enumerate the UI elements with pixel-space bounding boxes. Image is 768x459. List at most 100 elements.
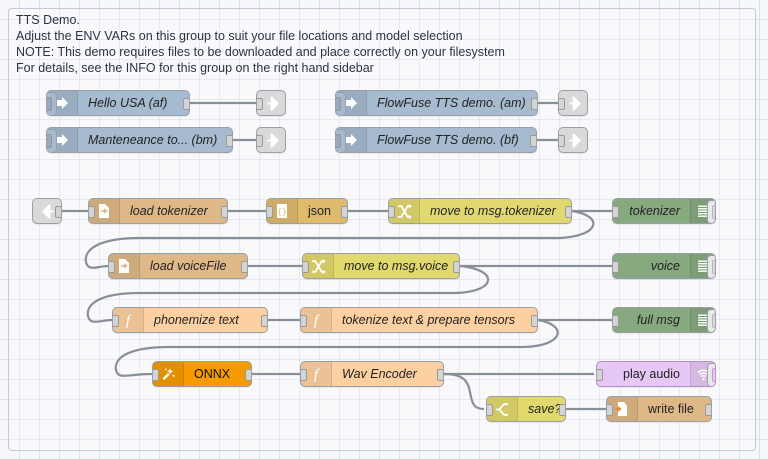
debug-toggle-button[interactable] [707,200,715,223]
input-port[interactable] [613,315,619,327]
output-port[interactable] [261,315,267,327]
output-port[interactable] [437,369,443,381]
input-port[interactable] [303,261,309,273]
node-label: FlowFuse TTS demo. (am) [377,96,526,110]
node-label: move to msg.voice [344,259,449,273]
node-label: FlowFuse TTS demo. (bf) [377,133,519,147]
node-label: Manteneance to... (bm) [88,133,218,147]
link-out-icon [559,128,587,152]
group-note-line-4: For details, see the INFO for this group… [16,61,374,75]
output-port[interactable] [453,261,459,273]
node-inject-flowfuse-bf[interactable]: FlowFuse TTS demo. (bf) [335,127,537,153]
output-port[interactable] [245,369,251,381]
node-load-tokenizer[interactable]: load tokenizer [88,198,228,224]
audio-toggle-button[interactable] [707,363,715,386]
output-port[interactable] [705,404,711,416]
input-port[interactable] [613,261,619,273]
output-port[interactable] [183,98,189,110]
output-port[interactable] [55,206,61,218]
inject-trigger-button[interactable] [336,92,346,115]
input-port[interactable] [597,369,603,381]
output-port[interactable] [531,98,537,110]
link-out-icon [257,91,285,115]
node-link-out-3[interactable] [558,90,588,116]
node-link-in-1[interactable] [32,198,62,224]
debug-toggle-glyph [712,314,715,328]
node-label: play audio [623,367,680,381]
svg-text:{}: {} [277,207,287,216]
node-inject-flowfuse-am[interactable]: FlowFuse TTS demo. (am) [335,90,538,116]
node-json[interactable]: {} json [266,198,348,224]
node-label: load tokenizer [130,204,208,218]
node-write-file[interactable]: write file [606,396,712,422]
input-port[interactable] [267,206,273,218]
node-debug-full-msg[interactable]: full msg [612,307,716,333]
node-label: full msg [636,313,680,327]
input-port[interactable] [257,98,263,110]
input-port[interactable] [301,315,307,327]
debug-toggle-glyph [712,260,715,274]
input-port[interactable] [607,404,613,416]
node-label: move to msg.tokenizer [430,204,556,218]
svg-text:f: f [126,313,132,328]
inject-trigger-button[interactable] [47,92,57,115]
node-label: save? [528,402,562,416]
input-port[interactable] [613,206,619,218]
group-note-line-3: NOTE: This demo requires files to be dow… [16,45,505,59]
node-link-out-1[interactable] [256,90,286,116]
node-label: json [308,204,331,218]
node-label: voice [650,259,680,273]
node-debug-tokenizer[interactable]: tokenizer [612,198,716,224]
node-inject-maintenance[interactable]: Manteneance to... (bm) [46,127,233,153]
input-port[interactable] [89,206,95,218]
node-label: phonemize text [154,313,239,327]
output-port[interactable] [531,315,537,327]
node-label: load voiceFile [150,259,227,273]
file-read-icon [89,199,120,223]
node-label: tokenizer [629,204,680,218]
output-port[interactable] [341,206,347,218]
node-debug-voice[interactable]: voice [612,253,716,279]
input-port[interactable] [257,135,263,147]
debug-toggle-button[interactable] [707,309,715,332]
inject-button-glyph [336,134,341,148]
group-note-line-2: Adjust the ENV VARs on this group to sui… [16,29,463,43]
input-port[interactable] [389,206,395,218]
input-port[interactable] [301,369,307,381]
node-tokenize-prepare-tensors[interactable]: f tokenize text & prepare tensors [300,307,538,333]
output-port[interactable] [226,135,232,147]
inject-trigger-button[interactable] [47,129,57,152]
output-port[interactable] [559,404,565,416]
node-inject-hello-usa[interactable]: Hello USA (af) [46,90,190,116]
node-move-to-msg-tokenizer[interactable]: move to msg.tokenizer [388,198,572,224]
node-load-voicefile[interactable]: load voiceFile [108,253,248,279]
output-port[interactable] [565,206,571,218]
input-port[interactable] [487,404,493,416]
group-note-line-1: TTS Demo. [16,13,80,27]
node-wav-encoder[interactable]: f Wav Encoder [300,361,444,387]
link-out-icon [559,91,587,115]
node-save-switch[interactable]: save? [486,396,566,422]
output-port[interactable] [221,206,227,218]
node-link-out-4[interactable] [558,127,588,153]
node-label: Wav Encoder [342,367,417,381]
input-port[interactable] [153,369,159,381]
node-label: tokenize text & prepare tensors [342,313,516,327]
inject-trigger-button[interactable] [336,129,346,152]
node-move-to-msg-voice[interactable]: move to msg.voice [302,253,460,279]
debug-toggle-button[interactable] [707,255,715,278]
input-port[interactable] [559,135,565,147]
input-port[interactable] [109,261,115,273]
input-port[interactable] [113,315,119,327]
node-link-out-2[interactable] [256,127,286,153]
link-in-icon [33,199,61,223]
output-port[interactable] [241,261,247,273]
node-onnx[interactable]: ONNX [152,361,252,387]
output-port[interactable] [530,135,536,147]
node-play-audio[interactable]: play audio [596,361,716,387]
node-phonemize-text[interactable]: f phonemize text [112,307,268,333]
svg-text:f: f [314,313,320,328]
inject-button-glyph [47,97,52,111]
input-port[interactable] [559,98,565,110]
inject-button-glyph [336,97,341,111]
